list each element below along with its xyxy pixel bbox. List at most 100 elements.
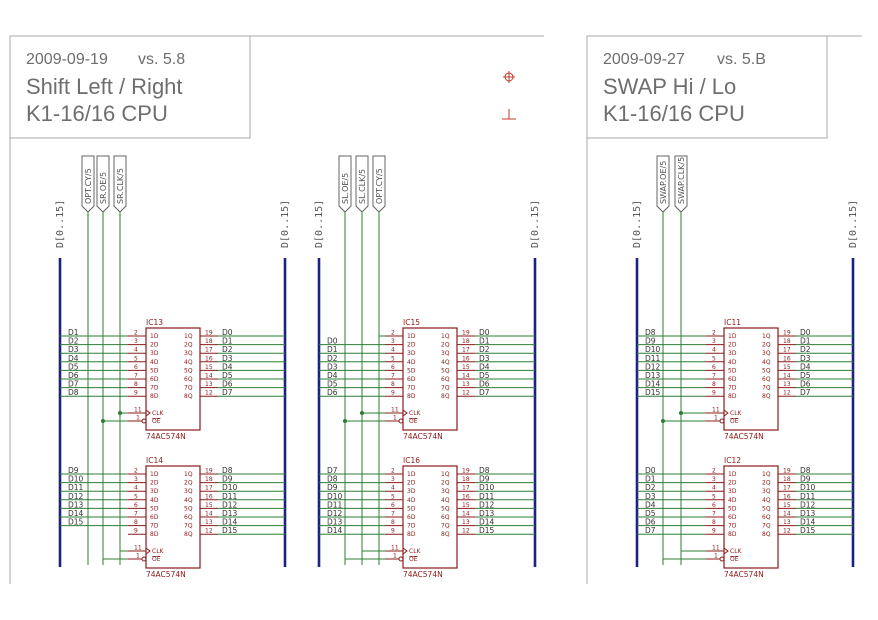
pin-name: 5D xyxy=(150,505,159,512)
pin-name: 2Q xyxy=(184,480,193,487)
net-port-tag xyxy=(96,155,110,213)
net-port-label: OPT.CY/5 xyxy=(84,168,93,204)
pin-number: 8 xyxy=(134,519,138,526)
pin-number: 16 xyxy=(205,493,213,500)
input-net-label: D4 xyxy=(327,371,338,380)
pin-number: 4 xyxy=(391,485,395,492)
pin-name: 3D xyxy=(407,488,416,495)
pin-number: 8 xyxy=(391,381,395,388)
input-net-label: D10 xyxy=(68,475,84,484)
output-net-label: D0 xyxy=(800,328,811,337)
net-port-label: SL.CLK/5 xyxy=(358,169,367,204)
pin-number: 5 xyxy=(712,493,716,500)
inversion-bubble xyxy=(719,418,725,424)
input-net-label: D4 xyxy=(68,354,79,363)
version-label: vs. 5.B xyxy=(717,51,766,68)
pin-number: 13 xyxy=(205,381,213,388)
input-net-label: D14 xyxy=(68,509,84,518)
pin-number: 7 xyxy=(134,511,138,518)
output-net-label: D9 xyxy=(479,475,490,484)
pin-name: CLK xyxy=(152,410,165,417)
net-port-label: OPT.CY/5 xyxy=(375,168,384,204)
pin-number: 8 xyxy=(134,381,138,388)
pin-number: 5 xyxy=(391,355,395,362)
bus-label: D[0..15] xyxy=(314,200,325,248)
wire-junction xyxy=(661,419,665,423)
pin-name: 2Q xyxy=(441,480,450,487)
input-net-label: D8 xyxy=(68,388,79,397)
pin-name: 3D xyxy=(728,350,737,357)
pin-name: 2D xyxy=(150,342,159,349)
input-net-label: D13 xyxy=(645,371,661,380)
net-port-label: SR.OE/5 xyxy=(99,172,108,204)
pin-name: 8D xyxy=(728,531,737,538)
net-port-tag xyxy=(674,155,688,213)
pin-number: 6 xyxy=(712,364,716,371)
version-label: vs. 5.8 xyxy=(138,51,185,68)
output-net-label: D15 xyxy=(479,526,495,535)
net-port-tag xyxy=(113,155,127,213)
clock-triangle-icon xyxy=(145,409,151,417)
pin-number: 17 xyxy=(205,485,213,492)
pin-name: 1Q xyxy=(762,471,771,478)
pin-number: 1 xyxy=(136,415,140,422)
wire-junction xyxy=(679,411,683,415)
pin-number: 14 xyxy=(205,373,213,380)
output-net-label: D10 xyxy=(222,483,238,492)
pin-number: 1 xyxy=(714,553,718,560)
pin-name: OE xyxy=(152,418,161,425)
pin-name: 2D xyxy=(728,480,737,487)
pin-name: 8D xyxy=(407,393,416,400)
origin-symbols xyxy=(502,71,516,120)
pin-name: CLK xyxy=(409,548,422,555)
output-net-label: D14 xyxy=(800,518,816,527)
pin-number: 4 xyxy=(134,347,138,354)
pin-name: 7Q xyxy=(184,385,193,392)
pin-number: 18 xyxy=(462,476,470,483)
chip-part-number: 74AC574N xyxy=(403,432,443,441)
pin-name: 6D xyxy=(407,514,416,521)
pin-name: 5Q xyxy=(441,505,450,512)
pin-number: 13 xyxy=(462,381,470,388)
pin-number: 17 xyxy=(462,485,470,492)
pin-name: 5D xyxy=(728,505,737,512)
pin-name: 7D xyxy=(728,523,737,530)
pin-name: 6D xyxy=(728,514,737,521)
pin-name: 4Q xyxy=(441,497,450,504)
output-net-label: D9 xyxy=(800,475,811,484)
wire-junction xyxy=(118,411,122,415)
input-net-label: D1 xyxy=(68,328,79,337)
input-net-label: D2 xyxy=(68,337,79,346)
output-net-label: D12 xyxy=(800,500,816,509)
pin-number: 1 xyxy=(136,553,140,560)
pin-number: 3 xyxy=(391,476,395,483)
pin-name: OE xyxy=(409,556,418,563)
pin-number: 11 xyxy=(391,407,399,414)
clock-triangle-icon xyxy=(402,409,408,417)
pin-number: 9 xyxy=(712,390,716,397)
pin-number: 9 xyxy=(134,390,138,397)
pin-name: 3Q xyxy=(441,350,450,357)
clock-triangle-icon xyxy=(723,409,729,417)
pin-name: 6D xyxy=(150,514,159,521)
pin-name: 8Q xyxy=(441,531,450,538)
pin-name: 8Q xyxy=(762,531,771,538)
pin-name: 3D xyxy=(150,350,159,357)
output-net-label: D14 xyxy=(222,518,238,527)
pin-name: 2Q xyxy=(762,342,771,349)
pin-name: 4D xyxy=(407,359,416,366)
net-port-label: SWAP.OE/5 xyxy=(659,161,668,204)
sheet-title: Shift Left / Right xyxy=(26,74,183,99)
pin-name: 4D xyxy=(728,497,737,504)
inversion-bubble xyxy=(398,418,404,424)
output-net-label: D11 xyxy=(800,492,816,501)
pin-number: 8 xyxy=(712,519,716,526)
pin-number: 17 xyxy=(783,485,791,492)
output-net-label: D12 xyxy=(222,500,238,509)
input-net-label: D9 xyxy=(327,483,338,492)
pin-number: 3 xyxy=(712,338,716,345)
